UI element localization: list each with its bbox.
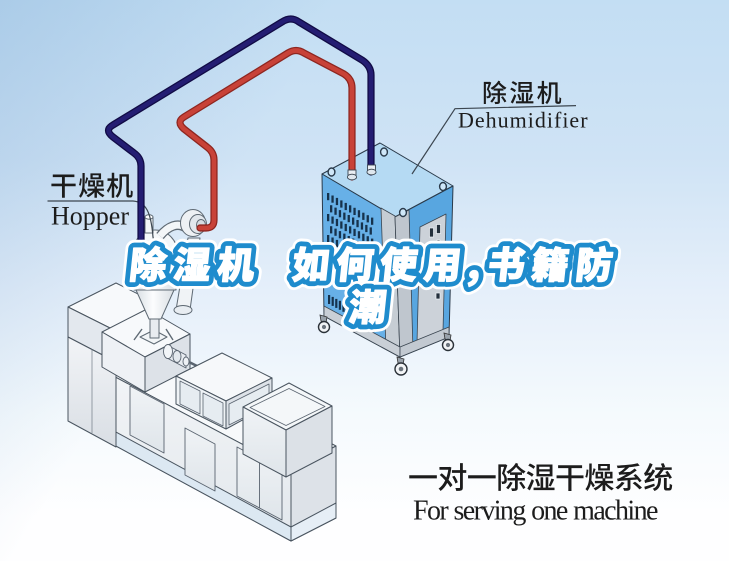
svg-text:For serving one machine: For serving one machine (413, 496, 658, 527)
svg-text:Dehumidifier: Dehumidifier (458, 108, 589, 133)
svg-text:Hopper: Hopper (51, 202, 129, 231)
